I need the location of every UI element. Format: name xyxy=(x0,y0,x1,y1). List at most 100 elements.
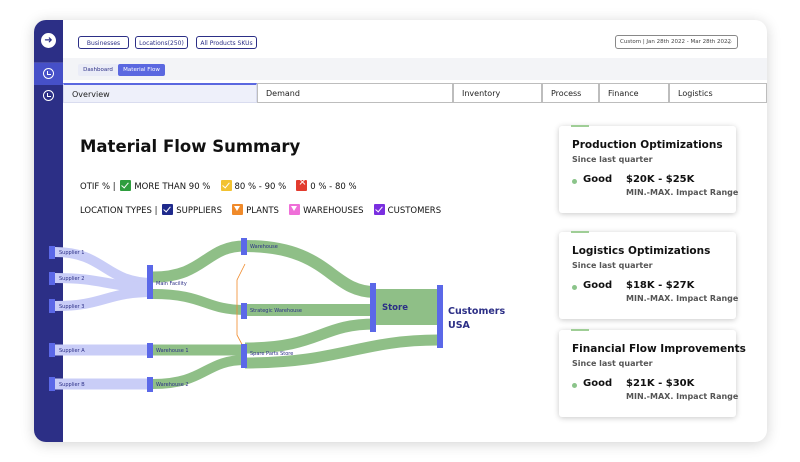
breadcrumb-material-flow[interactable]: Material Flow xyxy=(118,64,165,76)
flow-spare-to-store xyxy=(244,318,376,354)
logo-icon[interactable]: ➜ xyxy=(41,33,56,48)
otif-low-label: 0 % - 80 % xyxy=(310,182,357,192)
chevron-down-icon: ⌵ xyxy=(726,38,732,46)
label-supplier1: Supplier 1 xyxy=(59,250,84,256)
customers-label: CUSTOMERS xyxy=(387,206,442,216)
location-types-legend: LOCATION TYPES | SUPPLIERS PLANTS WAREHO… xyxy=(80,204,441,216)
label-supplierA: Supplier A xyxy=(59,348,85,354)
flow-wh2-to-spare xyxy=(152,355,246,389)
app-window: ➜ Businesses Locations(250) All Products… xyxy=(34,20,767,442)
card-range-label: MIN.-MAX. Impact Range xyxy=(626,294,739,303)
check-icon xyxy=(373,204,385,215)
card-subtitle: Since last quarter xyxy=(572,155,653,164)
label-customers: Customers xyxy=(448,306,505,317)
card-range: $20K - $25K xyxy=(626,174,695,185)
tab-finance[interactable]: Finance xyxy=(599,83,669,103)
label-supplierB: Supplier B xyxy=(59,382,85,388)
sidebar-divider xyxy=(34,62,63,63)
otif-mid-label: 80 % - 90 % xyxy=(234,182,287,192)
card-title: Production Optimizations xyxy=(572,139,723,151)
material-flow-sankey: Supplier 1 Supplier 2 Supplier 3 Supplie… xyxy=(49,238,505,392)
otif-high-label: MORE THAN 90 % xyxy=(134,182,211,192)
card-subtitle: Since last quarter xyxy=(572,359,653,368)
tab-inventory[interactable]: Inventory xyxy=(453,83,542,103)
card-subtitle: Since last quarter xyxy=(572,261,653,270)
breadcrumb-dashboard[interactable]: Dashboard xyxy=(78,64,118,76)
label-main-facility: Main Facility xyxy=(156,281,187,287)
products-filter[interactable]: All Products SKUs xyxy=(196,36,257,49)
label-warehouse1: Warehouse 1 xyxy=(156,348,189,354)
flow-supplier3 xyxy=(54,287,154,311)
node-strategic-warehouse[interactable] xyxy=(241,303,247,319)
otif-legend: OTIF % | MORE THAN 90 % 80 % - 90 % 0 % … xyxy=(80,177,357,192)
tab-process[interactable]: Process xyxy=(542,83,599,103)
node-supplierA[interactable] xyxy=(49,343,55,357)
node-spare-parts-store[interactable] xyxy=(241,344,247,368)
card-financial-flow-improvements[interactable]: Financial Flow Improvements Since last q… xyxy=(559,329,746,417)
chevron-icon xyxy=(232,204,244,215)
card-grade: Good xyxy=(583,174,613,185)
node-supplierB[interactable] xyxy=(49,377,55,391)
flow-warehouse-to-store xyxy=(244,240,376,298)
card-production-optimizations[interactable]: Production Optimizations Since last quar… xyxy=(559,125,739,213)
check-icon xyxy=(162,204,174,215)
card-title: Logistics Optimizations xyxy=(572,245,711,257)
dashboard-nav-icon[interactable] xyxy=(34,63,63,85)
location-types-label: LOCATION TYPES | xyxy=(80,206,158,216)
node-warehouse[interactable] xyxy=(241,238,247,255)
plant-link xyxy=(236,263,246,351)
locations-filter[interactable]: Locations(250) xyxy=(135,36,188,49)
sidebar: ➜ xyxy=(34,20,63,442)
node-warehouse2[interactable] xyxy=(147,377,153,392)
check-icon xyxy=(120,180,132,191)
card-grade: Good xyxy=(583,378,613,389)
label-store: Store xyxy=(382,303,408,313)
label-strategic-warehouse: Strategic Warehouse xyxy=(250,308,302,314)
otif-label: OTIF % | xyxy=(80,182,116,192)
businesses-filter[interactable]: Businesses xyxy=(78,36,129,49)
card-grade: Good xyxy=(583,280,613,291)
label-usa: USA xyxy=(448,320,471,331)
card-logistics-optimizations[interactable]: Logistics Optimizations Since last quart… xyxy=(559,231,739,319)
node-supplier1[interactable] xyxy=(49,246,55,259)
warehouses-label: WAREHOUSES xyxy=(303,206,364,216)
card-range: $21K - $30K xyxy=(626,378,695,389)
flow-supplier2 xyxy=(54,273,154,292)
tab-logistics[interactable]: Logistics xyxy=(669,83,767,103)
tab-bar: Overview Demand Inventory Process Financ… xyxy=(63,83,767,103)
label-warehouse: Warehouse xyxy=(250,244,278,250)
flow-main-to-warehouse xyxy=(152,240,246,283)
date-range-value: Custom | Jan 28th 2022 - Mar 28th 2022 xyxy=(620,39,732,45)
status-dot-icon xyxy=(572,179,577,184)
date-range-select[interactable]: Custom | Jan 28th 2022 - Mar 28th 2022 ⌵ xyxy=(615,35,738,49)
cross-icon xyxy=(296,177,308,191)
node-warehouse1[interactable] xyxy=(147,343,153,358)
check-icon xyxy=(220,180,232,191)
node-customers[interactable] xyxy=(437,285,443,348)
card-title: Financial Flow Improvements xyxy=(572,343,746,355)
label-spare-parts-store: Spare Parts Store xyxy=(250,351,293,357)
card-accent xyxy=(571,329,589,331)
label-supplier3: Supplier 3 xyxy=(59,304,84,310)
status-dot-icon xyxy=(572,383,577,388)
tab-demand[interactable]: Demand xyxy=(257,83,453,103)
status-dot-icon xyxy=(572,285,577,290)
flow-main-to-strategic xyxy=(152,289,246,315)
chevron-icon xyxy=(289,204,301,215)
node-store[interactable] xyxy=(370,283,376,332)
breadcrumb: Dashboard Material Flow xyxy=(63,58,767,80)
suppliers-label: SUPPLIERS xyxy=(176,206,223,216)
node-supplier3[interactable] xyxy=(49,299,55,313)
node-main-facility[interactable] xyxy=(147,265,153,299)
card-accent xyxy=(571,231,589,233)
card-range-label: MIN.-MAX. Impact Range xyxy=(626,392,739,401)
label-supplier2: Supplier 2 xyxy=(59,276,84,282)
flow-spare-to-customers xyxy=(244,334,439,369)
card-range-label: MIN.-MAX. Impact Range xyxy=(626,188,739,197)
tab-overview[interactable]: Overview xyxy=(63,83,257,103)
flow-nav-icon[interactable] xyxy=(34,85,63,107)
page-title: Material Flow Summary xyxy=(80,137,301,156)
label-warehouse2: Warehouse 2 xyxy=(156,382,189,388)
node-supplier2[interactable] xyxy=(49,272,55,285)
card-accent xyxy=(571,125,589,127)
